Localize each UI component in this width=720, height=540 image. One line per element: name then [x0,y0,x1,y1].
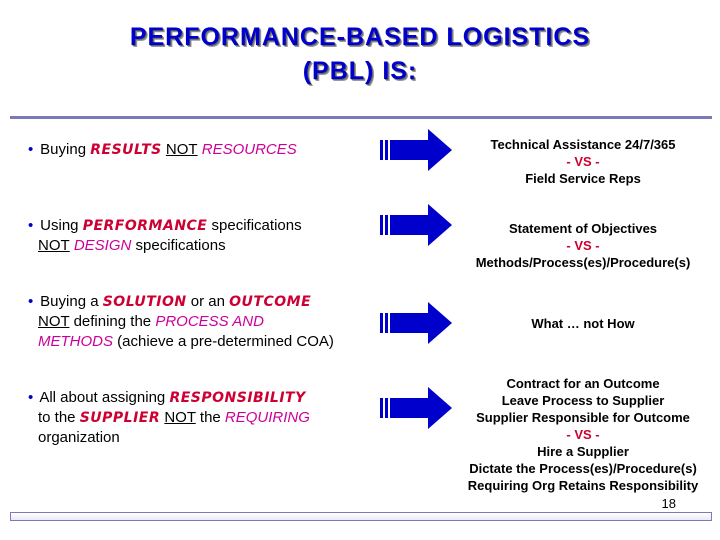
not-underlined: NOT [164,409,196,426]
keyword: OUTCOME [229,294,312,310]
text: the [195,409,225,426]
keyword: SUPPLIER [79,410,161,426]
keyword: SOLUTION [102,294,187,310]
row-3-continuation-2: METHODS (achieve a pre-determined COA) [28,332,334,352]
right-arrow-icon [380,204,452,246]
text: (achieve a pre-determined COA) [113,333,334,350]
emphasis: DESIGN [69,237,132,254]
slide-title: PERFORMANCE-BASED LOGISTICS (PBL) IS: [0,20,720,88]
keyword: RESULTS [90,142,162,158]
right-line: Methods/Process(es)/Procedure(s) [475,255,691,270]
title-line-1: PERFORMANCE-BASED LOGISTICS [129,23,591,51]
row-2-continuation: NOT DESIGN specifications [28,236,302,256]
bullet: • [28,293,34,310]
bullet: • [28,217,34,234]
row-2-right-text: Statement of Objectives - VS - Methods/P… [452,220,714,271]
right-line: Requiring Org Retains Responsibility [467,478,699,493]
emphasis: METHODS [38,333,113,350]
top-rule [10,116,712,119]
not-underlined: NOT [38,237,70,254]
row-2-left-text: • Using PERFORMANCE specifications NOT D… [28,216,302,256]
emphasis: RESOURCES [197,141,297,158]
right-line: Technical Assistance 24/7/365 [490,137,676,152]
right-line: Leave Process to Supplier [501,393,665,408]
row-3-left-text: • Buying a SOLUTION or an OUTCOME NOT de… [28,292,334,352]
text: Buying [40,141,91,158]
row-1-left-text: • Buying RESULTS NOT RESOURCES [28,140,297,160]
row-4-left-text: • All about assigning RESPONSIBILITY to … [28,388,310,448]
bullet: • [28,389,34,406]
emphasis: REQUIRING [224,409,310,426]
row-3-right-text: What … not How [452,315,714,332]
text: Using [40,217,83,234]
not-underlined: NOT [165,141,198,158]
emphasis: PROCESS AND [155,313,264,330]
right-arrow-icon [380,387,452,429]
vs-label: - VS - [566,154,600,169]
bottom-rule [10,512,712,521]
text: All about assigning [39,389,170,406]
right-arrow-icon [380,302,452,344]
right-line: Hire a Supplier [537,444,629,459]
bullet: • [28,141,34,158]
title-line-2: (PBL) IS: [302,57,418,85]
vs-label: - VS - [566,427,600,442]
page-number: 18 [661,496,676,511]
text: specifications [207,217,302,234]
keyword: RESPONSIBILITY [169,390,306,406]
not-underlined: NOT [38,313,70,330]
right-line: Contract for an Outcome [506,376,660,391]
row-4-continuation: to the SUPPLIER NOT the REQUIRING [28,408,310,428]
text: defining the [69,313,156,330]
text: or an [186,293,230,310]
row-4-right-text: Contract for an Outcome Leave Process to… [452,375,714,494]
row-4-continuation-2: organization [28,428,310,448]
right-line: Supplier Responsible for Outcome [476,410,690,425]
right-line: Dictate the Process(es)/Procedure(s) [469,461,697,476]
row-1-right-text: Technical Assistance 24/7/365 - VS - Fie… [452,136,714,187]
keyword: PERFORMANCE [82,218,208,234]
text: organization [38,429,120,446]
right-line: Field Service Reps [525,171,641,186]
right-line: What … not How [531,316,635,331]
text: specifications [131,237,226,254]
text: Buying a [40,293,103,310]
right-line: Statement of Objectives [508,221,658,236]
text: to the [38,409,80,426]
right-arrow-icon [380,129,452,171]
vs-label: - VS - [566,238,600,253]
row-3-continuation: NOT defining the PROCESS AND [28,312,334,332]
